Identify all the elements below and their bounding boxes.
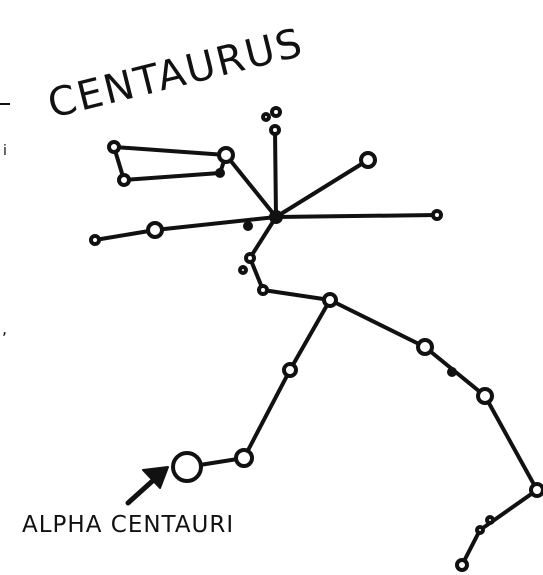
star [361, 153, 375, 167]
star [236, 450, 252, 466]
star [457, 560, 467, 570]
edge-fragment-comma: , [2, 319, 7, 338]
star [219, 148, 233, 162]
star [477, 527, 483, 533]
star [148, 223, 162, 237]
line-upper-left-shape [114, 147, 226, 180]
star [531, 484, 543, 496]
star [418, 340, 432, 354]
star [246, 254, 254, 262]
edge-dash [0, 103, 10, 105]
star [263, 114, 269, 120]
line-hub-up [275, 130, 276, 217]
star [271, 212, 281, 222]
line-hub-upper-right [276, 160, 368, 217]
star [217, 170, 223, 176]
star [433, 211, 441, 219]
star [119, 175, 129, 185]
constellation-title: CENTAURUS [43, 20, 308, 128]
star [284, 364, 296, 376]
line-hub-right [276, 215, 437, 217]
constellation-lines [95, 130, 537, 565]
arrow-icon [128, 467, 168, 503]
star [272, 108, 280, 116]
star [240, 267, 246, 273]
star [109, 142, 119, 152]
star [91, 236, 99, 244]
star [478, 389, 492, 403]
star [487, 517, 493, 523]
star [324, 294, 336, 306]
star [449, 369, 455, 375]
star [245, 223, 251, 229]
line-mid [263, 290, 330, 300]
star [259, 286, 267, 294]
star [271, 126, 279, 134]
star-alpha-centauri [173, 453, 201, 481]
line-right-chain [330, 300, 537, 565]
star-label-alpha-centauri: ALPHA CENTAURI [22, 512, 234, 538]
edge-fragment-i: i [3, 143, 7, 159]
line-to-hub-upper-left [226, 155, 276, 217]
line-left-chain [187, 300, 330, 467]
